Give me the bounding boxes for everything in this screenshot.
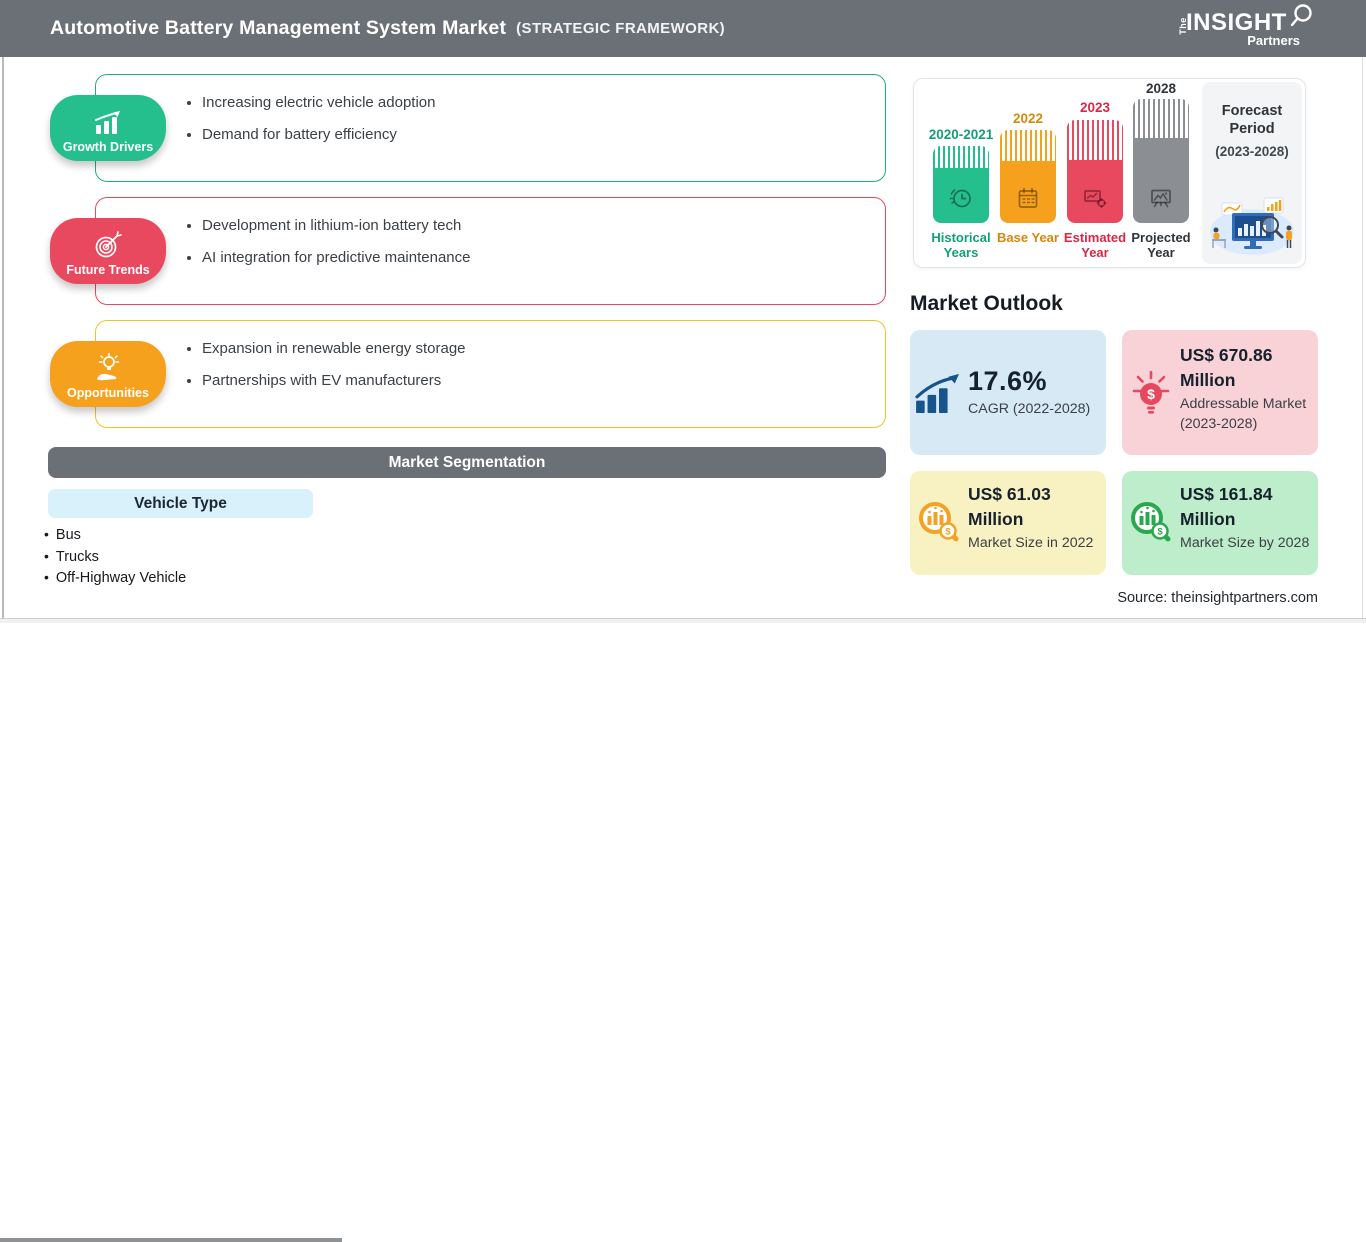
year-label: 2022 bbox=[1012, 111, 1044, 126]
horizontal-scrollbar-track[interactable] bbox=[0, 618, 1366, 1242]
bar-stripes bbox=[1000, 130, 1056, 161]
bar-stripes bbox=[1133, 99, 1189, 138]
page-title: Automotive Battery Management System Mar… bbox=[50, 17, 507, 39]
magnifier-chart-icon: $ bbox=[910, 498, 968, 548]
bar-solid bbox=[1133, 138, 1189, 223]
market-outlook-title: Market Outlook bbox=[910, 292, 1063, 315]
header-bar: Automotive Battery Management System Mar… bbox=[0, 0, 1366, 57]
projection-screen-icon bbox=[1151, 189, 1171, 208]
bar-solid bbox=[933, 168, 989, 223]
market-size-2028-card: $ US$ 161.84 Million Market Size by 2028 bbox=[1122, 471, 1318, 575]
magnifier-icon bbox=[1290, 4, 1312, 27]
infographic-page: Automotive Battery Management System Mar… bbox=[0, 0, 1366, 626]
market-segmentation-title: Market Segmentation bbox=[388, 453, 546, 471]
magnifier-chart-icon: $ bbox=[1122, 498, 1180, 548]
badge-label: Growth Drivers bbox=[62, 140, 154, 154]
badge-label: Future Trends bbox=[66, 263, 150, 277]
bullet-item: Partnerships with EV manufacturers bbox=[202, 371, 885, 391]
logo-insight-text: INSIGHT bbox=[1186, 9, 1287, 36]
addressable-market-card: $ US$ 670.86 Million Addressable Market … bbox=[1122, 330, 1318, 455]
cagr-growth-icon bbox=[910, 372, 968, 414]
vehicle-type-list: Bus Trucks Off-Highway Vehicle bbox=[44, 524, 186, 589]
future-trends-badge: Future Trends bbox=[50, 218, 166, 284]
market-size-2022-card: $ US$ 61.03 Million Market Size in 2022 bbox=[910, 471, 1106, 575]
market-segmentation-bar: Market Segmentation bbox=[48, 447, 886, 478]
forecast-title: Forecast Period bbox=[1221, 103, 1283, 138]
bar-caption: Estimated Year bbox=[1063, 230, 1127, 260]
future-trends-box: Development in lithium-ion battery tech … bbox=[95, 197, 886, 305]
badge-label: Opportunities bbox=[67, 386, 149, 400]
svg-text:$: $ bbox=[1157, 527, 1163, 538]
forecast-panel: Forecast Period (2023-2028) bbox=[1202, 82, 1302, 264]
cagr-card: 17.6% CAGR (2022-2028) bbox=[910, 330, 1106, 455]
cagr-desc: CAGR (2022-2028) bbox=[968, 400, 1091, 417]
bullet-item: Development in lithium-ion battery tech bbox=[202, 216, 885, 236]
year-label: 2020-2021 bbox=[928, 127, 994, 142]
opportunities-badge: Opportunities bbox=[50, 341, 166, 407]
bulb-dollar-icon: $ bbox=[1122, 367, 1180, 419]
calendar-icon bbox=[1018, 187, 1038, 208]
market-size-2022-value: US$ 61.03 Million bbox=[968, 484, 1051, 529]
timeline-bar-historical bbox=[933, 146, 989, 223]
history-clock-icon bbox=[949, 189, 971, 208]
cagr-card-text: 17.6% CAGR (2022-2028) bbox=[968, 366, 1106, 419]
timeline-bar-base bbox=[1000, 130, 1056, 223]
vehicle-type-chip: Vehicle Type bbox=[48, 489, 313, 518]
bullet-item: Expansion in renewable energy storage bbox=[202, 339, 885, 359]
bullet-item: Demand for battery efficiency bbox=[202, 125, 885, 145]
bar-caption: Projected Year bbox=[1131, 230, 1191, 260]
source-attribution: Source: theinsightpartners.com bbox=[1117, 590, 1318, 606]
growth-drivers-box: Increasing electric vehicle adoption Dem… bbox=[95, 74, 886, 182]
cagr-value: 17.6% bbox=[968, 365, 1048, 396]
opportunities-bullets: Expansion in renewable energy storage Pa… bbox=[96, 321, 885, 392]
horizontal-scrollbar-thumb[interactable] bbox=[0, 1238, 342, 1242]
list-item: Off-Highway Vehicle bbox=[44, 567, 186, 589]
future-trends-bullets: Development in lithium-ion battery tech … bbox=[96, 198, 885, 269]
svg-text:$: $ bbox=[1147, 386, 1155, 402]
bar-caption: Historical Years bbox=[931, 230, 991, 260]
forecast-range: (2023-2028) bbox=[1215, 144, 1289, 160]
page-left-border bbox=[2, 57, 4, 619]
market-size-2028-text: US$ 161.84 Million Market Size by 2028 bbox=[1180, 471, 1318, 575]
addressable-market-value: US$ 670.86 Million bbox=[1180, 345, 1273, 390]
bar-solid bbox=[1000, 161, 1056, 223]
opportunities-box: Expansion in renewable energy storage Pa… bbox=[95, 320, 886, 428]
timeline-card: 2020-2021 2022 2023 2028 bbox=[913, 78, 1306, 268]
bullet-item: Increasing electric vehicle adoption bbox=[202, 93, 885, 113]
list-item: Trucks bbox=[44, 546, 186, 568]
market-size-2028-desc: Market Size by 2028 bbox=[1180, 535, 1310, 551]
bar-stripes bbox=[1067, 120, 1123, 160]
growth-drivers-badge: Growth Drivers bbox=[50, 95, 166, 161]
bullet-item: AI integration for predictive maintenanc… bbox=[202, 248, 885, 268]
year-label: 2028 bbox=[1145, 81, 1177, 96]
hand-bulb-icon bbox=[97, 353, 120, 381]
market-size-2022-desc: Market Size in 2022 bbox=[968, 535, 1094, 551]
vehicle-type-label: Vehicle Type bbox=[134, 494, 227, 512]
list-item: Bus bbox=[44, 524, 186, 546]
bar-stripes bbox=[933, 146, 989, 168]
timeline-bar-estimated bbox=[1067, 120, 1123, 223]
page-subtitle: (STRATEGIC FRAMEWORK) bbox=[516, 20, 726, 37]
growth-drivers-bullets: Increasing electric vehicle adoption Dem… bbox=[96, 75, 885, 146]
bar-solid bbox=[1067, 160, 1123, 223]
estimate-monitor-icon bbox=[1084, 190, 1107, 208]
target-dart-icon bbox=[95, 231, 122, 258]
growth-bars-icon bbox=[95, 111, 120, 134]
market-size-2022-text: US$ 61.03 Million Market Size in 2022 bbox=[968, 471, 1106, 575]
addressable-market-desc: Addressable Market (2023-2028) bbox=[1180, 396, 1307, 433]
insight-partners-logo: The INSIGHT Partners bbox=[1178, 4, 1312, 51]
market-size-2028-value: US$ 161.84 Million bbox=[1180, 484, 1273, 529]
svg-text:$: $ bbox=[945, 527, 951, 538]
year-label: 2023 bbox=[1079, 100, 1111, 115]
logo-partners-text: Partners bbox=[1247, 33, 1300, 48]
addressable-market-text: US$ 670.86 Million Addressable Market (2… bbox=[1180, 330, 1318, 455]
bar-caption: Base Year bbox=[997, 230, 1059, 245]
timeline-bar-projected bbox=[1133, 99, 1189, 223]
page-right-border bbox=[1362, 57, 1363, 619]
analytics-illustration bbox=[1210, 197, 1294, 255]
